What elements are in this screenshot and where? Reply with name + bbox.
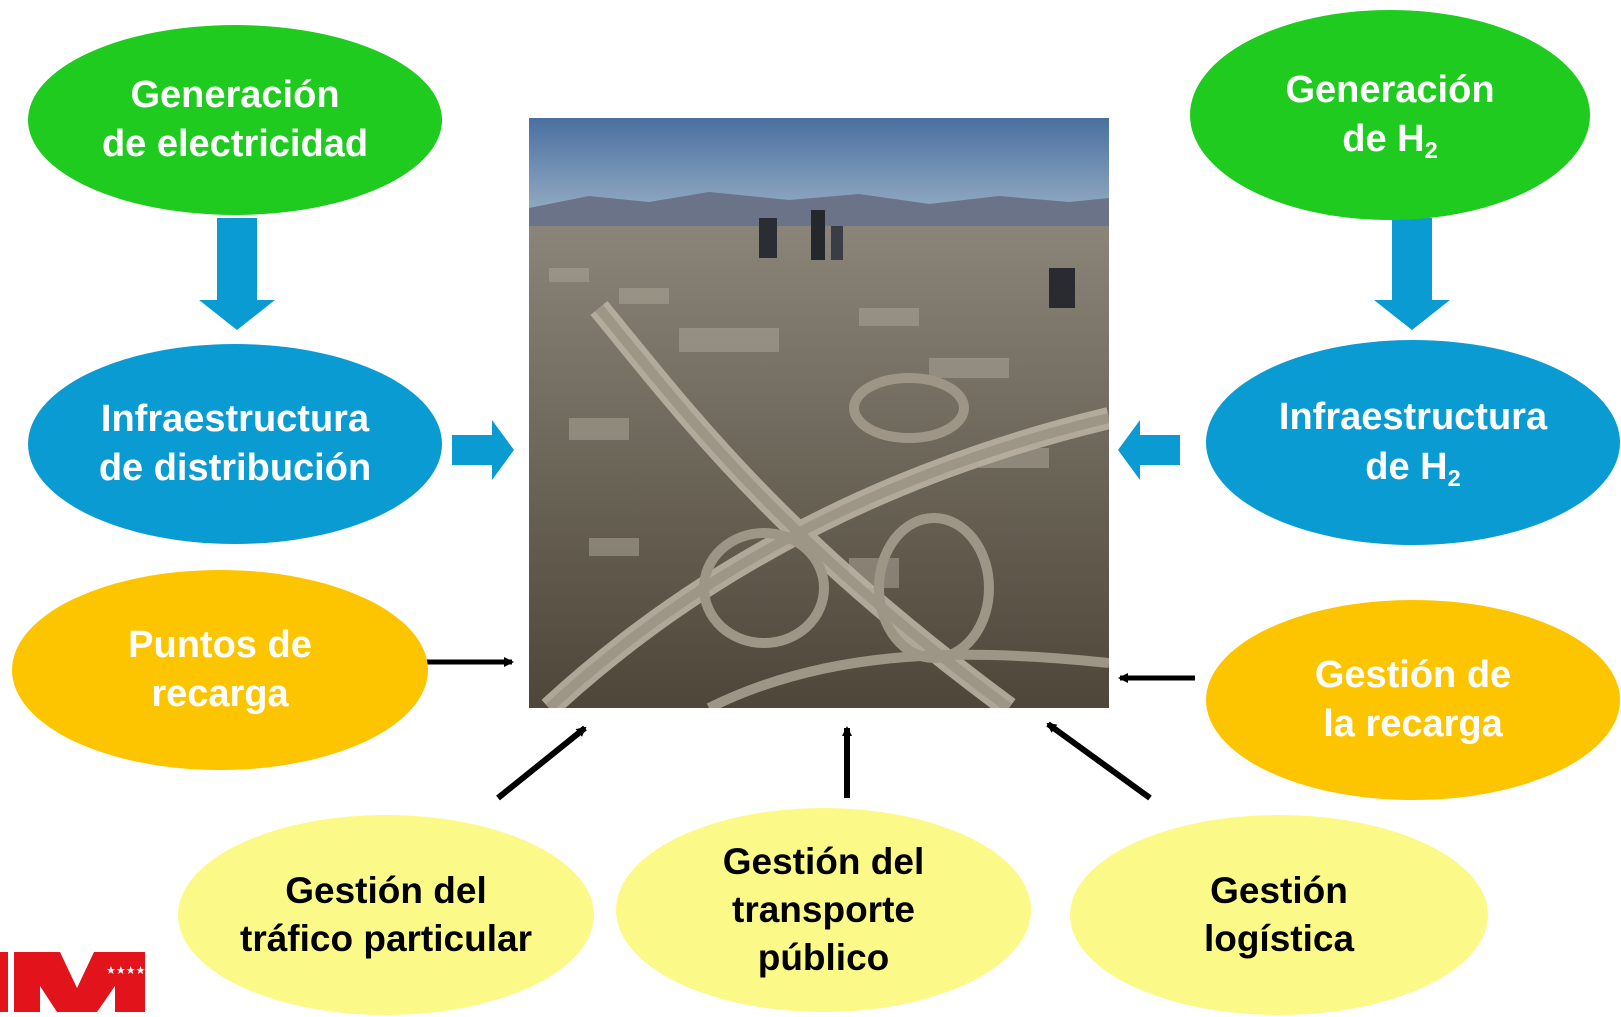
node-label-line: tráfico particular xyxy=(240,918,532,959)
subscript-2: 2 xyxy=(1447,464,1461,491)
node-label-line: Infraestructura xyxy=(1278,396,1548,439)
node-gestion-transporte-publico: Gestión del transporte público xyxy=(616,808,1031,1012)
node-label-line: Gestión del xyxy=(285,869,487,911)
node-label-line: logística xyxy=(1203,918,1355,959)
arrow-trafico xyxy=(496,725,587,801)
node-label-line: Infraestructura xyxy=(100,397,370,440)
node-label-line: Gestión de xyxy=(1314,653,1512,696)
logo-stars: ★★★★ xyxy=(106,964,146,977)
node-gestion-recarga: Gestión de la recarga xyxy=(1206,600,1620,800)
node-label-text: de H xyxy=(1365,445,1448,488)
node-label-line: la recarga xyxy=(1323,703,1503,745)
node-label-line: de distribución xyxy=(98,447,372,489)
node-infraestructura-distribucion: Infraestructura de distribución xyxy=(28,344,442,544)
node-label-line: Generación xyxy=(130,73,340,116)
node-label-line: Gestión del xyxy=(722,840,925,882)
node-generacion-h2: Generación de H2 xyxy=(1190,10,1590,220)
node-label-line: Gestión xyxy=(1210,869,1348,911)
arrow-infra-dist-right xyxy=(452,420,514,480)
node-infraestructura-h2: Infraestructura de H2 xyxy=(1206,340,1620,545)
arrow-gen-elec-down xyxy=(199,218,275,330)
comunidad-de-madrid-logo: ★★★★ xyxy=(0,950,150,1012)
arrow-logistica xyxy=(1046,721,1152,801)
node-label-line: de H2 xyxy=(1279,443,1547,492)
subscript-2: 2 xyxy=(1424,137,1438,164)
arrow-gen-h2-down xyxy=(1374,218,1450,330)
aerial-city-highway-photo xyxy=(529,118,1109,708)
node-label-line: público xyxy=(757,937,890,979)
node-label-line: Puntos de xyxy=(128,623,312,666)
node-label-line: Generación xyxy=(1285,68,1495,111)
node-label-line: de electricidad xyxy=(101,123,369,165)
node-gestion-logistica: Gestión logística xyxy=(1070,815,1488,1015)
node-label-line: de H2 xyxy=(1285,115,1494,164)
node-label-line: transporte xyxy=(732,888,915,930)
node-label-text: de H xyxy=(1342,118,1425,160)
node-gestion-trafico-particular: Gestión del tráfico particular xyxy=(178,815,594,1015)
node-puntos-recarga: Puntos de recarga xyxy=(12,570,428,770)
node-label-line: recarga xyxy=(151,673,289,715)
node-generacion-electricidad: Generación de electricidad xyxy=(28,25,442,215)
arrow-infra-h2-left xyxy=(1118,420,1180,480)
